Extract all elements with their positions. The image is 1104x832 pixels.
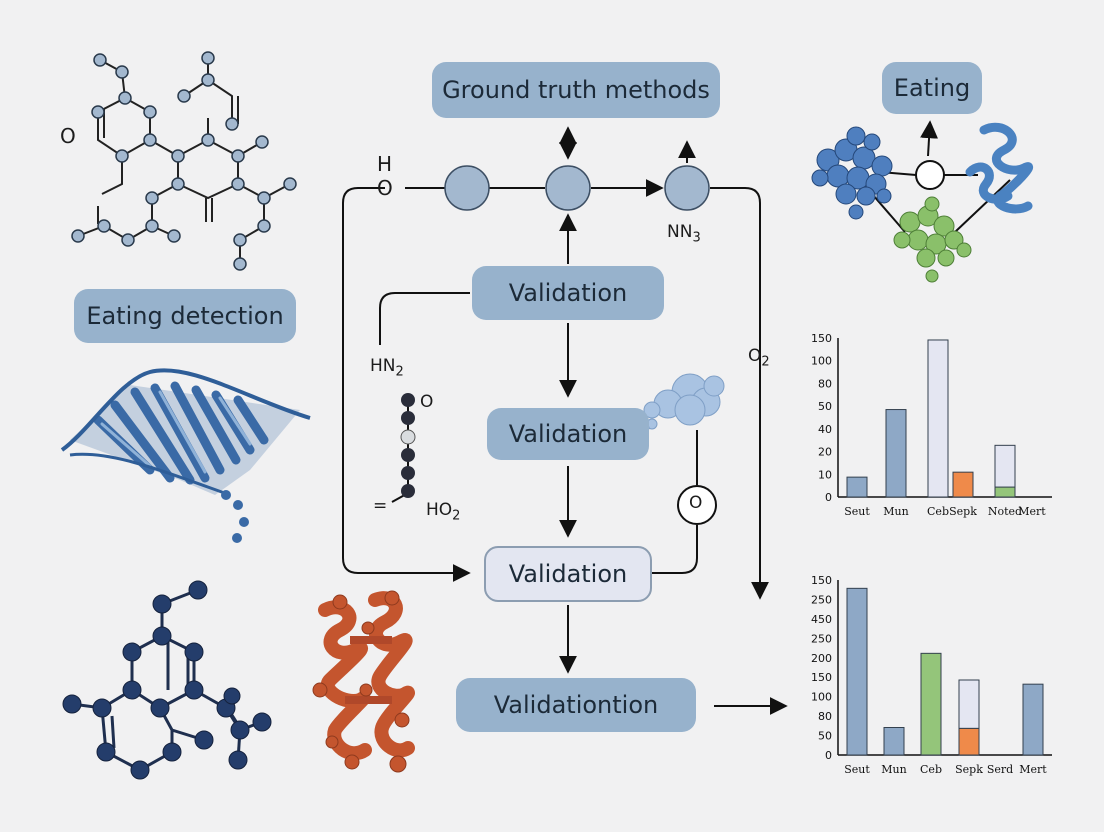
chart1-xtick-label: Sеut (844, 505, 870, 518)
chart1-ytick-label: 0 (825, 491, 832, 504)
chart1-xtick-label: Ceb (927, 505, 949, 518)
label-equals: = (373, 496, 388, 516)
chart2-ytick-label: 450 (811, 613, 832, 626)
protein-complex-top-right (811, 122, 1034, 283)
label-o-molecule: O (60, 124, 76, 148)
ground-truth-methods-box: Ground truth methods (432, 62, 720, 118)
label-o-circle: O (689, 493, 703, 513)
chart2-ytick-label: 250 (811, 632, 832, 645)
chart1-xtick-label: Mert (1018, 505, 1046, 518)
flow-node-1 (444, 165, 490, 211)
chart1-bar-mun (885, 409, 907, 498)
chart1-xtick-label: Mun (883, 505, 908, 518)
chart1-xtick-label: Noted (988, 505, 1022, 518)
molecule-bottom-left (62, 580, 272, 780)
chart2-ytick-label: 80 (818, 710, 832, 723)
molecule-top-left (77, 58, 291, 264)
eating-detection-box: Eating detection (74, 289, 296, 343)
label-h: H (377, 152, 393, 176)
chart2-ytick-label: 0 (825, 749, 832, 762)
chart2-bar-sepk (958, 679, 980, 729)
label-o-chain: O (420, 392, 434, 412)
protein-ribbon-blue (60, 368, 311, 543)
label-o2: O2 (748, 346, 770, 370)
chart1-ytick-label: 80 (818, 377, 832, 390)
molecule-top-left-atoms (71, 51, 297, 271)
chart2-xtick-label: Sеut (844, 763, 870, 776)
flow-node-3 (664, 165, 710, 211)
label-ho2: HO2 (426, 500, 461, 524)
chart1-bar-sеut (846, 476, 868, 498)
chart2-ytick-label: 150 (811, 671, 832, 684)
chart1-ytick-label: 40 (818, 423, 832, 436)
label-nn3: NN3 (667, 222, 701, 246)
validation-box-3: Validation (484, 546, 652, 602)
chart1-ytick-label: 50 (818, 400, 832, 413)
chart2-xtick-label: Sepk (955, 763, 983, 776)
eating-box: Eating (882, 62, 982, 114)
chart2-ytick-label: 250 (811, 593, 832, 606)
chart2-xtick-label: Mert (1019, 763, 1047, 776)
chart2-xtick-label: Mun (881, 763, 906, 776)
chart2-ytick-label: 150 (811, 574, 832, 587)
flow-connectors (342, 120, 939, 715)
chart2-ytick-label: 200 (811, 652, 832, 665)
flow-node-2 (545, 165, 591, 211)
chart2-bar-sepk (958, 727, 980, 756)
validation-box-1: Validation (472, 266, 664, 320)
label-o-top: O (377, 176, 393, 200)
chart1-bar-noted (994, 486, 1016, 498)
chart1-ytick-label: 100 (811, 355, 832, 368)
chart2-xtick-label: Ceb (920, 763, 942, 776)
chart1-ytick-label: 10 (818, 468, 832, 481)
chart2-bar-mun (883, 727, 905, 756)
chart2-bar-ceb (920, 652, 942, 756)
chart2-bar-mert (1022, 683, 1044, 756)
validation-box-4: Validationtion (456, 678, 696, 732)
chart2-bar-sеut (846, 587, 868, 756)
molecule-cloud (640, 373, 725, 433)
molecule-chain (391, 393, 416, 503)
chart1-bar-ceb (927, 339, 949, 498)
chart2-ytick-label: 100 (811, 691, 832, 704)
chart1-xtick-label: Sepk (949, 505, 977, 518)
chart2-ytick-label: 50 (818, 730, 832, 743)
chart1-bar-sepk (952, 471, 974, 498)
label-hn2: HN2 (370, 356, 404, 380)
oxygen-circle-node (677, 485, 717, 525)
chart1-bar-noted (994, 444, 1016, 488)
bar-chart-bottom: 0 50 80 100 150 200 250 450 250 150 Sеut Mun Ceb Sep… (811, 574, 1052, 776)
protein-helix-orange (312, 590, 415, 773)
validation-box-2: Validation (487, 408, 649, 460)
chart1-ytick-label: 20 (818, 446, 832, 459)
chart1-ytick-label: 150 (811, 332, 832, 345)
chart2-xtick-label: Serd (987, 763, 1013, 776)
